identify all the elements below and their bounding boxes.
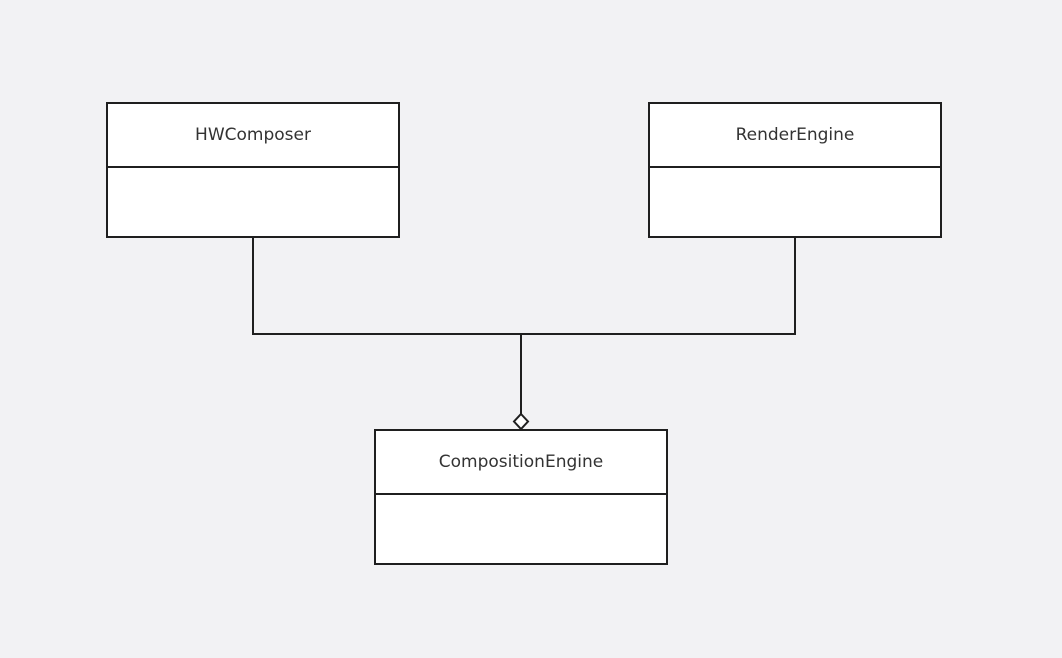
class-name: RenderEngine [650,104,940,168]
class-hwcomposer[interactable]: HWComposer [106,102,400,238]
class-name: CompositionEngine [376,431,666,495]
aggregation-diamond-icon [512,412,530,431]
class-attributes-section [108,168,398,236]
class-attributes-section [376,495,666,563]
class-compositionengine[interactable]: CompositionEngine [374,429,668,565]
class-name: HWComposer [108,104,398,168]
class-renderengine[interactable]: RenderEngine [648,102,942,238]
class-attributes-section [650,168,940,236]
